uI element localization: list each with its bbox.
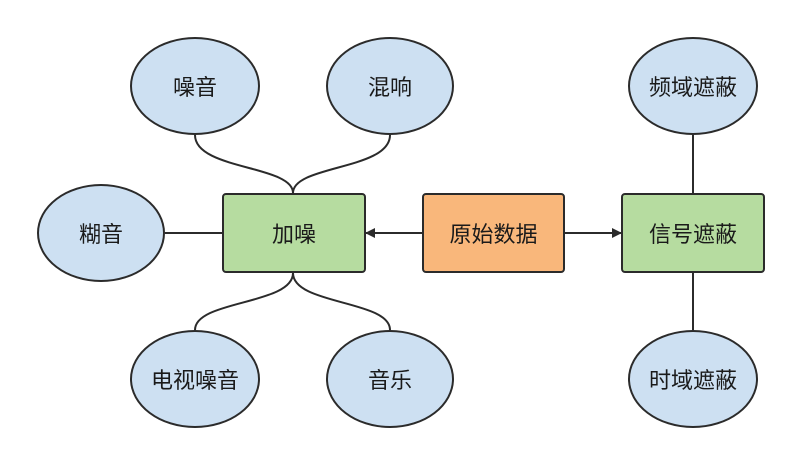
node-freq-mask: 频域遮蔽 (628, 37, 758, 135)
node-muffled: 糊音 (37, 184, 165, 282)
edge-noise-add-to-reverb (292, 134, 391, 194)
node-signal-mask: 信号遮蔽 (621, 193, 765, 273)
node-signal-mask-label: 信号遮蔽 (648, 223, 737, 248)
edge-noise-add-to-tv-noise (194, 272, 294, 331)
node-reverb: 混响 (326, 37, 454, 135)
node-time-mask-label: 时域遮蔽 (648, 369, 737, 394)
node-source-data: 原始数据 (422, 193, 565, 273)
node-add-noise: 加噪 (222, 193, 366, 273)
node-tv-noise-label: 电视噪音 (150, 369, 239, 394)
node-noise: 噪音 (130, 37, 260, 135)
node-noise-label: 噪音 (172, 76, 217, 101)
node-add-noise-label: 加噪 (271, 223, 316, 248)
node-muffled-label: 糊音 (78, 223, 123, 248)
node-source-data-label: 原始数据 (449, 223, 538, 248)
node-freq-mask-label: 频域遮蔽 (648, 76, 737, 101)
edge-noise-add-to-music (292, 272, 391, 331)
node-music-label: 音乐 (367, 369, 412, 394)
node-reverb-label: 混响 (367, 76, 412, 101)
edge-noise-add-to-noise (194, 134, 294, 194)
node-music: 音乐 (326, 330, 454, 428)
node-time-mask: 时域遮蔽 (628, 330, 758, 428)
node-tv-noise: 电视噪音 (130, 330, 260, 428)
